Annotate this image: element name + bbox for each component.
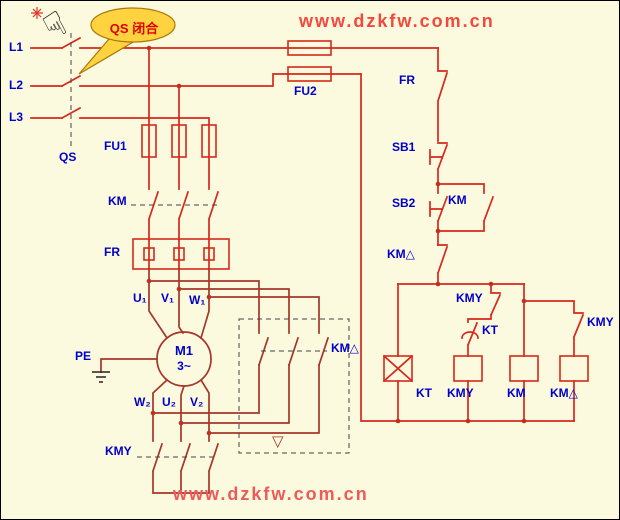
motor-phase: 3~ [177, 359, 191, 373]
label-sb2: SB2 [392, 196, 416, 210]
callout-text: QS 闭合 [109, 21, 159, 36]
label-km-aux: KM [448, 193, 467, 207]
label-fu2: FU2 [294, 84, 317, 98]
fr-overload [132, 238, 230, 270]
label-km-delta-main: KM△ [331, 341, 359, 355]
power-lines [30, 47, 439, 190]
label-fr-main: FR [104, 245, 120, 259]
label-terminal-w1: W₁ [189, 293, 206, 307]
label-l2: L2 [9, 78, 24, 92]
label-pe: PE [75, 349, 92, 363]
label-km-main: KM [108, 194, 127, 208]
motor-name: M1 [174, 343, 194, 358]
callout-bubble [78, 7, 176, 75]
label-kt-contact: KT [482, 323, 498, 337]
label-l3: L3 [9, 110, 24, 124]
label-kmy-nc-left: KMY [456, 291, 483, 305]
label-terminal-u2: U₂ [162, 395, 176, 409]
label-terminal-u1: U₁ [133, 291, 147, 305]
label-coil-km-delta: KM△ [550, 386, 578, 400]
coils [382, 354, 589, 383]
watermark-top: www.dzkfw.com.cn [299, 11, 495, 31]
kmy-star-contacts [137, 442, 220, 494]
label-l1: L1 [9, 40, 24, 54]
label-km-delta-nc: KM△ [387, 247, 415, 261]
junction-dots [146, 45, 527, 436]
label-fu1: FU1 [104, 139, 127, 153]
label-coil-kt: KT [416, 386, 432, 400]
label-terminal-v2: V₂ [190, 395, 204, 409]
motor-leads [148, 268, 210, 442]
control-circuit [360, 47, 585, 422]
label-fr-contact: FR [399, 73, 415, 87]
label-terminal-w2: W₂ [134, 395, 151, 409]
km-main-contacts [131, 190, 220, 270]
label-kmy-main: KMY [105, 444, 132, 458]
watermark-bottom: www.dzkfw.com.cn [173, 484, 369, 504]
label-qs: QS [59, 150, 77, 164]
label-sb1: SB1 [392, 140, 416, 154]
label-kmy-nc-right: KMY [587, 315, 614, 329]
delta-connection-symbol: ▽ [272, 433, 284, 450]
label-terminal-v1: V₁ [161, 291, 174, 305]
label-coil-kmy: KMY [447, 386, 474, 400]
click-spark-icon [31, 7, 43, 19]
fu1-fuses [141, 124, 217, 158]
fu2-fuses [287, 40, 332, 82]
km-delta-contacts [148, 280, 350, 454]
pe-ground [92, 358, 158, 383]
label-coil-km: KM [507, 386, 526, 400]
qs-switch [60, 33, 82, 147]
